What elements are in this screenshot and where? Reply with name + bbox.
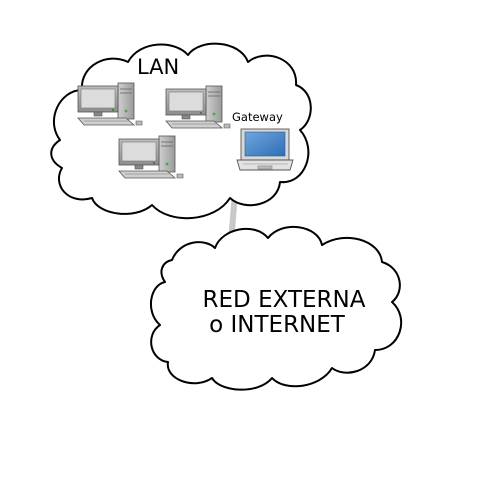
internet-label-line1: RED EXTERNA (203, 287, 366, 313)
desktop-computer-icon (165, 85, 231, 129)
desktop-computer-icon (77, 82, 143, 126)
desktop-computer-icon (118, 135, 184, 179)
internet-cloud (150, 225, 402, 391)
lan-label: LAN (137, 55, 179, 79)
internet-label-line2: o INTERNET (209, 312, 346, 338)
gateway-label: Gateway (232, 110, 283, 124)
laptop-icon (236, 128, 294, 171)
